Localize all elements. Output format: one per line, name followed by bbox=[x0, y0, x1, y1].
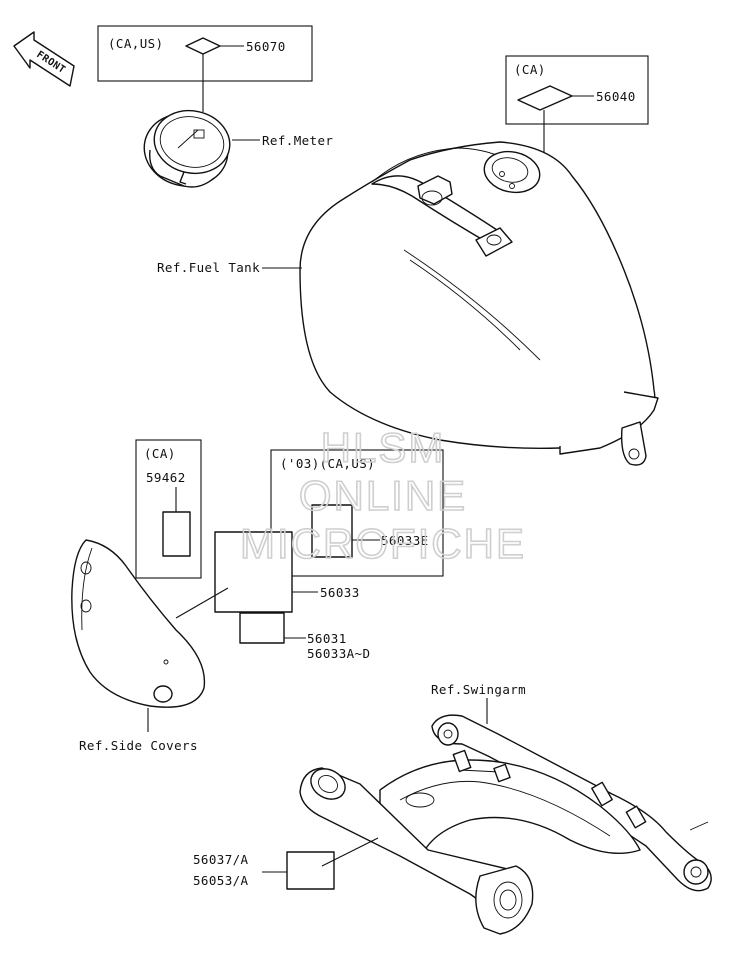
part-number-56040: 56040 bbox=[596, 89, 636, 104]
label-decal-icon bbox=[517, 85, 573, 111]
label-decal-icon bbox=[311, 504, 353, 558]
label-decal-icon bbox=[239, 612, 285, 644]
ref-side-covers-label: Ref.Side Covers bbox=[79, 738, 198, 753]
watermark-line-3: MICROFICHE bbox=[240, 520, 526, 567]
ref-meter-label: Ref.Meter bbox=[262, 133, 333, 148]
callout-frame bbox=[505, 55, 649, 125]
side-cover-icon: Ref.Side Covers bbox=[71, 539, 206, 753]
part-number-56037: 56037/A bbox=[193, 852, 249, 867]
watermark-line-1: HLSM bbox=[321, 424, 446, 471]
callout-box-56070: (CA,US) 56070 bbox=[97, 25, 313, 112]
front-arrow-icon: FRONT bbox=[13, 31, 75, 87]
label-decal-icon bbox=[214, 531, 293, 613]
label-decal-icon bbox=[162, 511, 191, 557]
callout-box-59462: (CA) 59462 bbox=[135, 439, 202, 579]
part-number-56033E: 56033E bbox=[381, 533, 429, 548]
watermark-line-2: ONLINE bbox=[299, 472, 467, 519]
callout-box-56040: (CA) 56040 bbox=[505, 55, 649, 210]
decal-56031: 56031 56033A~D bbox=[239, 612, 370, 661]
part-number-56033AD: 56033A~D bbox=[307, 646, 370, 661]
part-number-56031: 56031 bbox=[307, 631, 347, 646]
part-number-56033: 56033 bbox=[320, 585, 360, 600]
label-decal-icon bbox=[185, 37, 221, 55]
part-number-56053: 56053/A bbox=[193, 873, 249, 888]
region-label: (CA,US) bbox=[108, 36, 163, 51]
region-label: (CA) bbox=[144, 446, 176, 461]
callout-frame bbox=[135, 439, 202, 579]
part-number-56070: 56070 bbox=[246, 39, 286, 54]
watermark: HLSM ONLINE MICROFICHE bbox=[239, 423, 526, 568]
meter-icon: Ref.Meter bbox=[143, 109, 333, 188]
ref-fuel-tank-label: Ref.Fuel Tank bbox=[157, 260, 260, 275]
region-label: ('03)(CA,US) bbox=[280, 456, 375, 471]
decal-56037: 56037/A 56053/A bbox=[193, 837, 379, 890]
callout-frame bbox=[270, 449, 444, 577]
region-label: (CA) bbox=[514, 62, 546, 77]
fuel-tank-icon: Ref.Fuel Tank bbox=[157, 141, 659, 466]
callout-frame bbox=[97, 25, 313, 82]
swingarm-icon: Ref.Swingarm bbox=[299, 682, 712, 935]
decal-56033: 56033 bbox=[175, 531, 360, 619]
callout-box-56033E: ('03)(CA,US) 56033E bbox=[270, 449, 444, 577]
ref-swingarm-label: Ref.Swingarm bbox=[431, 682, 526, 697]
label-decal-icon bbox=[286, 851, 335, 890]
part-number-59462: 59462 bbox=[146, 470, 186, 485]
